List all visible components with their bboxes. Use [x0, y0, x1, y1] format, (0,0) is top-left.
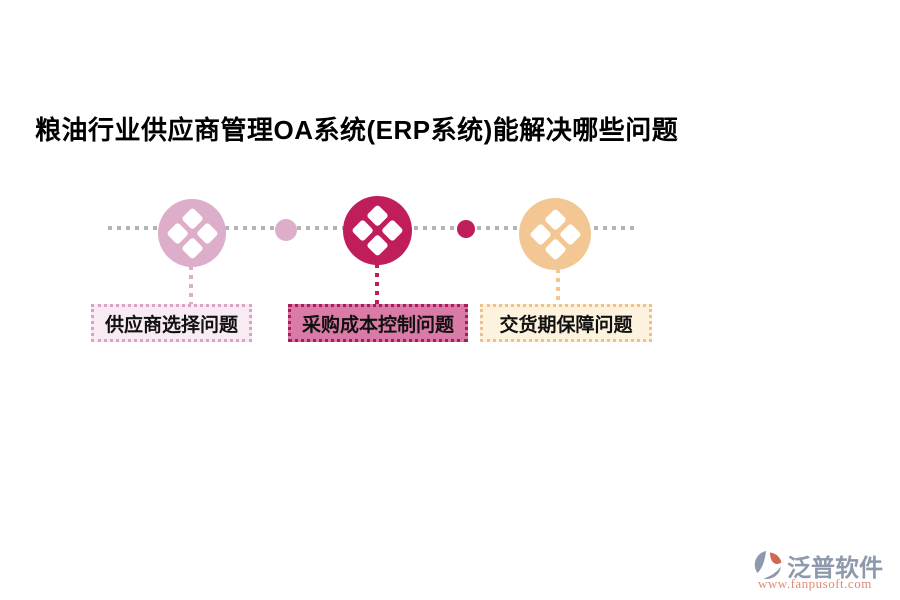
connector-dot — [457, 220, 475, 238]
node-circle-procurement-cost — [343, 196, 412, 265]
label-procurement-cost: 采购成本控制问题 — [288, 304, 468, 342]
node-circle-delivery-guarantee — [519, 198, 591, 270]
connector-dot — [275, 219, 297, 241]
page-title: 粮油行业供应商管理OA系统(ERP系统)能解决哪些问题 — [35, 115, 679, 145]
label-delivery-guarantee: 交货期保障问题 — [480, 304, 652, 342]
label-supplier-selection: 供应商选择问题 — [91, 304, 252, 342]
four-diamonds-icon — [528, 207, 582, 261]
footer-brand-block: 泛普软件 www.fanpusoft.com — [754, 548, 890, 592]
four-diamonds-icon — [165, 206, 219, 260]
node-circle-supplier-selection — [158, 199, 226, 267]
four-diamonds-icon — [351, 204, 404, 257]
drop-dotted-line — [556, 269, 560, 304]
fanpu-logo-icon — [754, 551, 782, 579]
brand-url: www.fanpusoft.com — [758, 576, 872, 591]
brand-name: 泛普软件 — [787, 556, 883, 582]
drop-dotted-line — [375, 264, 379, 304]
drop-dotted-line — [189, 266, 193, 304]
